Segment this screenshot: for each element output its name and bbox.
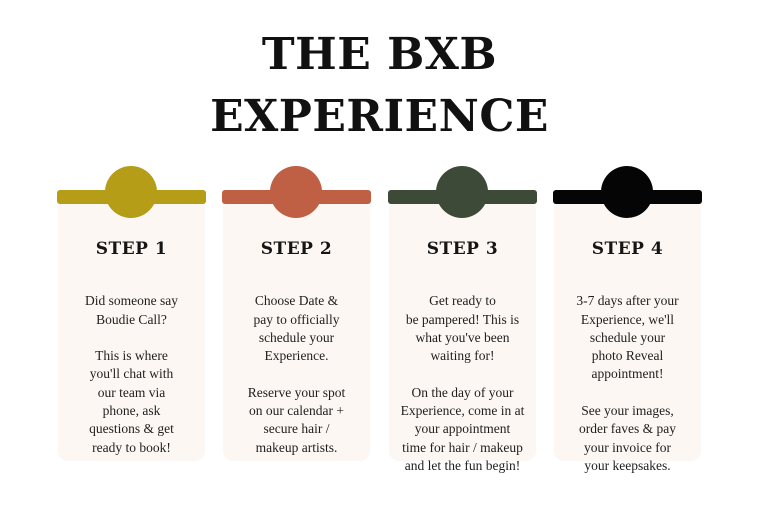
step-card-4: STEP 4 3-7 days after your Experience, w… — [553, 166, 702, 473]
step-circle-marker — [105, 166, 157, 218]
card-background — [554, 200, 701, 461]
title-line-1: THE BXB — [261, 29, 498, 80]
step-circle-marker — [270, 166, 322, 218]
card-background — [58, 200, 205, 461]
step-description-para-1: Did someone say Boudie Call? — [85, 293, 178, 327]
step-description: Did someone say Boudie Call? This is whe… — [61, 274, 202, 475]
title-line-2: EXPERIENCE — [210, 91, 549, 142]
step-heading: STEP 1 — [95, 239, 168, 259]
step-description-para-2: On the day of your Experience, come in a… — [400, 384, 525, 473]
step-description-para-1: Choose Date & pay to officially schedule… — [253, 293, 340, 364]
step-description: Get ready to be pampered! This is what y… — [392, 274, 533, 494]
step-description-para-2: Reserve your spot on our calendar + secu… — [247, 384, 346, 455]
step-card-2: STEP 2 Choose Date & pay to officially s… — [222, 166, 371, 461]
step-heading: STEP 4 — [591, 239, 664, 259]
step-description-para-1: Get ready to be pampered! This is what y… — [405, 293, 520, 364]
card-background — [389, 200, 536, 461]
step-description-para-2: See your images, order faves & pay your … — [578, 403, 677, 473]
step-heading: STEP 3 — [426, 239, 499, 259]
step-description: Choose Date & pay to officially schedule… — [226, 274, 367, 475]
step-description: 3-7 days after your Experience, we'll sc… — [557, 274, 698, 494]
step-description-para-2: This is where you'll chat with our team … — [89, 348, 174, 455]
step-circle-marker — [601, 166, 653, 218]
step-card-1: STEP 1 Did someone say Boudie Call? This… — [57, 166, 206, 461]
step-circle-marker — [436, 166, 488, 218]
card-background — [223, 200, 370, 461]
step-description-para-1: 3-7 days after your Experience, we'll sc… — [576, 293, 679, 382]
step-heading: STEP 2 — [260, 239, 333, 259]
step-card-3: STEP 3 Get ready to be pampered! This is… — [388, 166, 537, 473]
